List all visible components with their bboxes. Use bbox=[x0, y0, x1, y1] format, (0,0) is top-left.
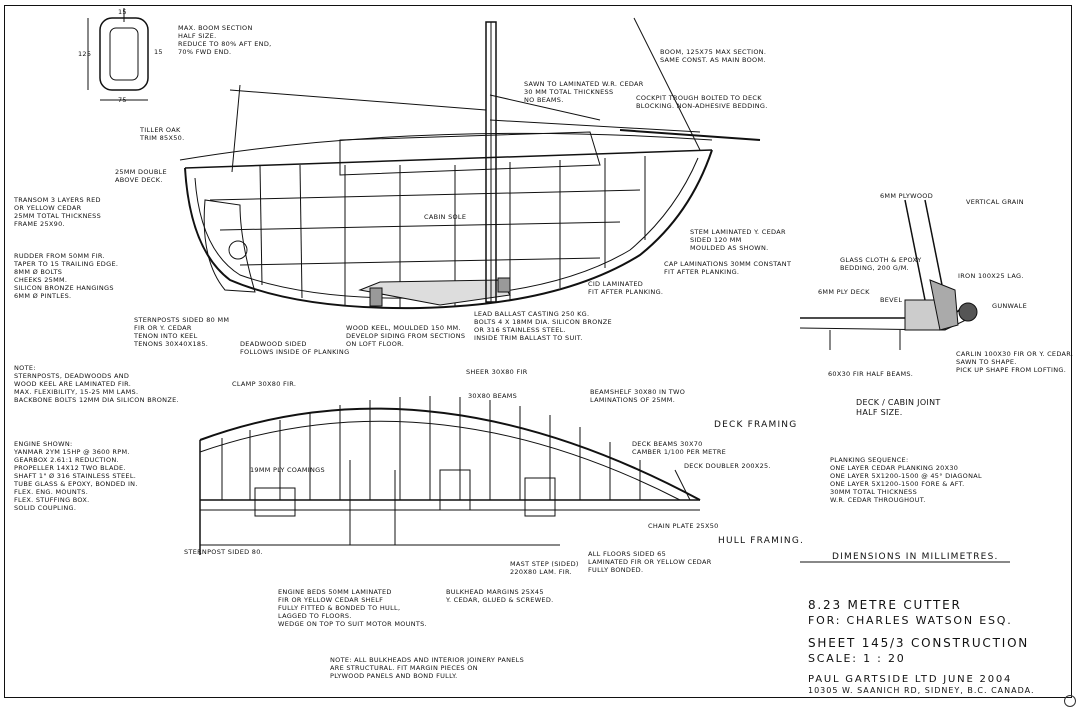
deadwood-note: Deadwood sided follows inside of plankin… bbox=[240, 340, 350, 356]
deck-doubler-note: Deck doubler 200x25. bbox=[684, 462, 771, 470]
beam-shelf-note: Beamshelf 30x80 in two laminations of 25… bbox=[590, 388, 686, 404]
clamp-note: Clamp 30x80 fir. bbox=[232, 380, 297, 388]
deck-framing-label: Deck framing bbox=[714, 420, 798, 430]
drawing-sheet bbox=[4, 5, 1072, 698]
rolling-stem-note: Cap laminations 30mm constant fit after … bbox=[664, 260, 792, 276]
title-line-4: Scale: 1 : 20 bbox=[808, 652, 906, 665]
engine-beds-note: Engine beds 50mm laminated fir or yellow… bbox=[278, 588, 427, 628]
hull-lam-note: CID laminated fit after planking. bbox=[588, 280, 664, 296]
deck-framing-plan bbox=[199, 396, 701, 555]
sternpost-sided-note: Sternpost sided 80. bbox=[184, 548, 264, 556]
title-line-5: Paul Gartside Ltd June 2004 bbox=[808, 674, 1013, 685]
mast-side-label: 15 bbox=[154, 48, 163, 56]
wood-keel-note: Wood keel, moulded 150 mm. Develop sidin… bbox=[346, 324, 466, 348]
beam-spacing-note: 30x80 beams bbox=[468, 392, 518, 400]
dimensions-label: Dimensions in millimetres. bbox=[832, 552, 999, 562]
plank-sequence-note: Planking sequence: One layer cedar plank… bbox=[830, 456, 982, 504]
gunwale-note: Gunwale bbox=[992, 302, 1028, 310]
deck-beams-note: Deck beams 30x70 camber 1/100 per metre bbox=[632, 440, 727, 456]
bulkhead-note: Bulkhead margins 25x45 Y. cedar, glued &… bbox=[446, 588, 554, 604]
engine-note: Engine shown: Yanmar 2YM 15hp @ 3600 rpm… bbox=[14, 440, 138, 512]
title-line-1: 8.23 Metre Cutter bbox=[808, 598, 962, 612]
boom-note: Boom, 125x75 max section. Same const. as… bbox=[660, 48, 767, 64]
plywood-coamings-note: 19mm ply coamings bbox=[250, 466, 325, 474]
title-line-2: For: Charles Watson Esq. bbox=[808, 614, 1013, 627]
title-line-3: Sheet 145/3 Construction bbox=[808, 636, 1030, 650]
deck-ply-note: 6mm ply deck bbox=[818, 288, 870, 296]
mast bbox=[485, 21, 497, 303]
cabin-sole-note: Cabin sole bbox=[424, 213, 467, 221]
mast-width-label: 75 bbox=[118, 96, 127, 104]
glass-epoxy-note: Glass cloth & epoxy bedding, 200 g/m. bbox=[840, 256, 922, 272]
sternposts-note: Sternposts sided 80 mm fir or Y. cedar T… bbox=[134, 316, 230, 348]
chine-note: Sheer 30x80 fir bbox=[466, 368, 528, 376]
chain-plate-note: Chain plate 25x50 bbox=[648, 522, 719, 530]
corner-mark-icon bbox=[1064, 695, 1076, 707]
mast-section-note: Max. boom section half size. Reduce to 8… bbox=[178, 24, 272, 56]
floors-note: All floors sided 65 laminated fir or yel… bbox=[588, 550, 712, 574]
keel-lam-note: Note: Sternposts, deadwoods and wood kee… bbox=[14, 364, 179, 404]
mast-section-diagram bbox=[87, 8, 149, 101]
gen-laminate-note: Sawn to laminated W.R. cedar 30 mm total… bbox=[524, 80, 644, 104]
stem-note: Stem laminated Y. cedar sided 120 mm mou… bbox=[690, 228, 786, 252]
title-line-6: 10305 W. Saanich Rd, Sidney, B.C. Canada… bbox=[808, 686, 1035, 695]
rudder-note: Rudder from 50mm fir. Taper to 15 traili… bbox=[14, 252, 119, 300]
bevel-note: Bevel bbox=[880, 296, 903, 304]
transom-note: Transom 3 layers red or yellow cedar 25m… bbox=[14, 196, 102, 228]
cockpit-note: Cockpit trough bolted to deck blocking. … bbox=[636, 94, 768, 110]
hull-profile bbox=[179, 131, 713, 310]
hull-framing-label: Hull framing. bbox=[718, 536, 805, 546]
half-beams-note: 60x30 fir half beams. bbox=[828, 370, 914, 378]
double-deck-note: 25mm double above deck. bbox=[115, 168, 167, 184]
carlin-note: Carlin 100x30 fir or Y. cedar. Sawn to s… bbox=[956, 350, 1074, 374]
mast-height-label: 125 bbox=[78, 50, 92, 58]
mast-top-label: 15 bbox=[118, 8, 127, 16]
cabin-ply-note: 6mm plywood bbox=[880, 192, 934, 200]
cabin-joint-label: Deck / cabin joint half size. bbox=[856, 398, 941, 417]
mast-step-note: Mast step (sided) 220x80 lam. fir. bbox=[510, 560, 579, 576]
iron-note: Iron 100x25 lag. bbox=[958, 272, 1024, 280]
panel-note: Note: All bulkheads and interior joinery… bbox=[330, 656, 524, 680]
deck-cabin-joint-detail bbox=[799, 199, 978, 350]
rigging bbox=[229, 17, 761, 173]
tiller-note: Tiller oak trim 85x50. bbox=[140, 126, 185, 142]
lead-ballast-note: Lead ballast casting 250 kg. Bolts 4 x 1… bbox=[474, 310, 612, 342]
vertical-grain-note: Vertical grain bbox=[966, 198, 1024, 206]
